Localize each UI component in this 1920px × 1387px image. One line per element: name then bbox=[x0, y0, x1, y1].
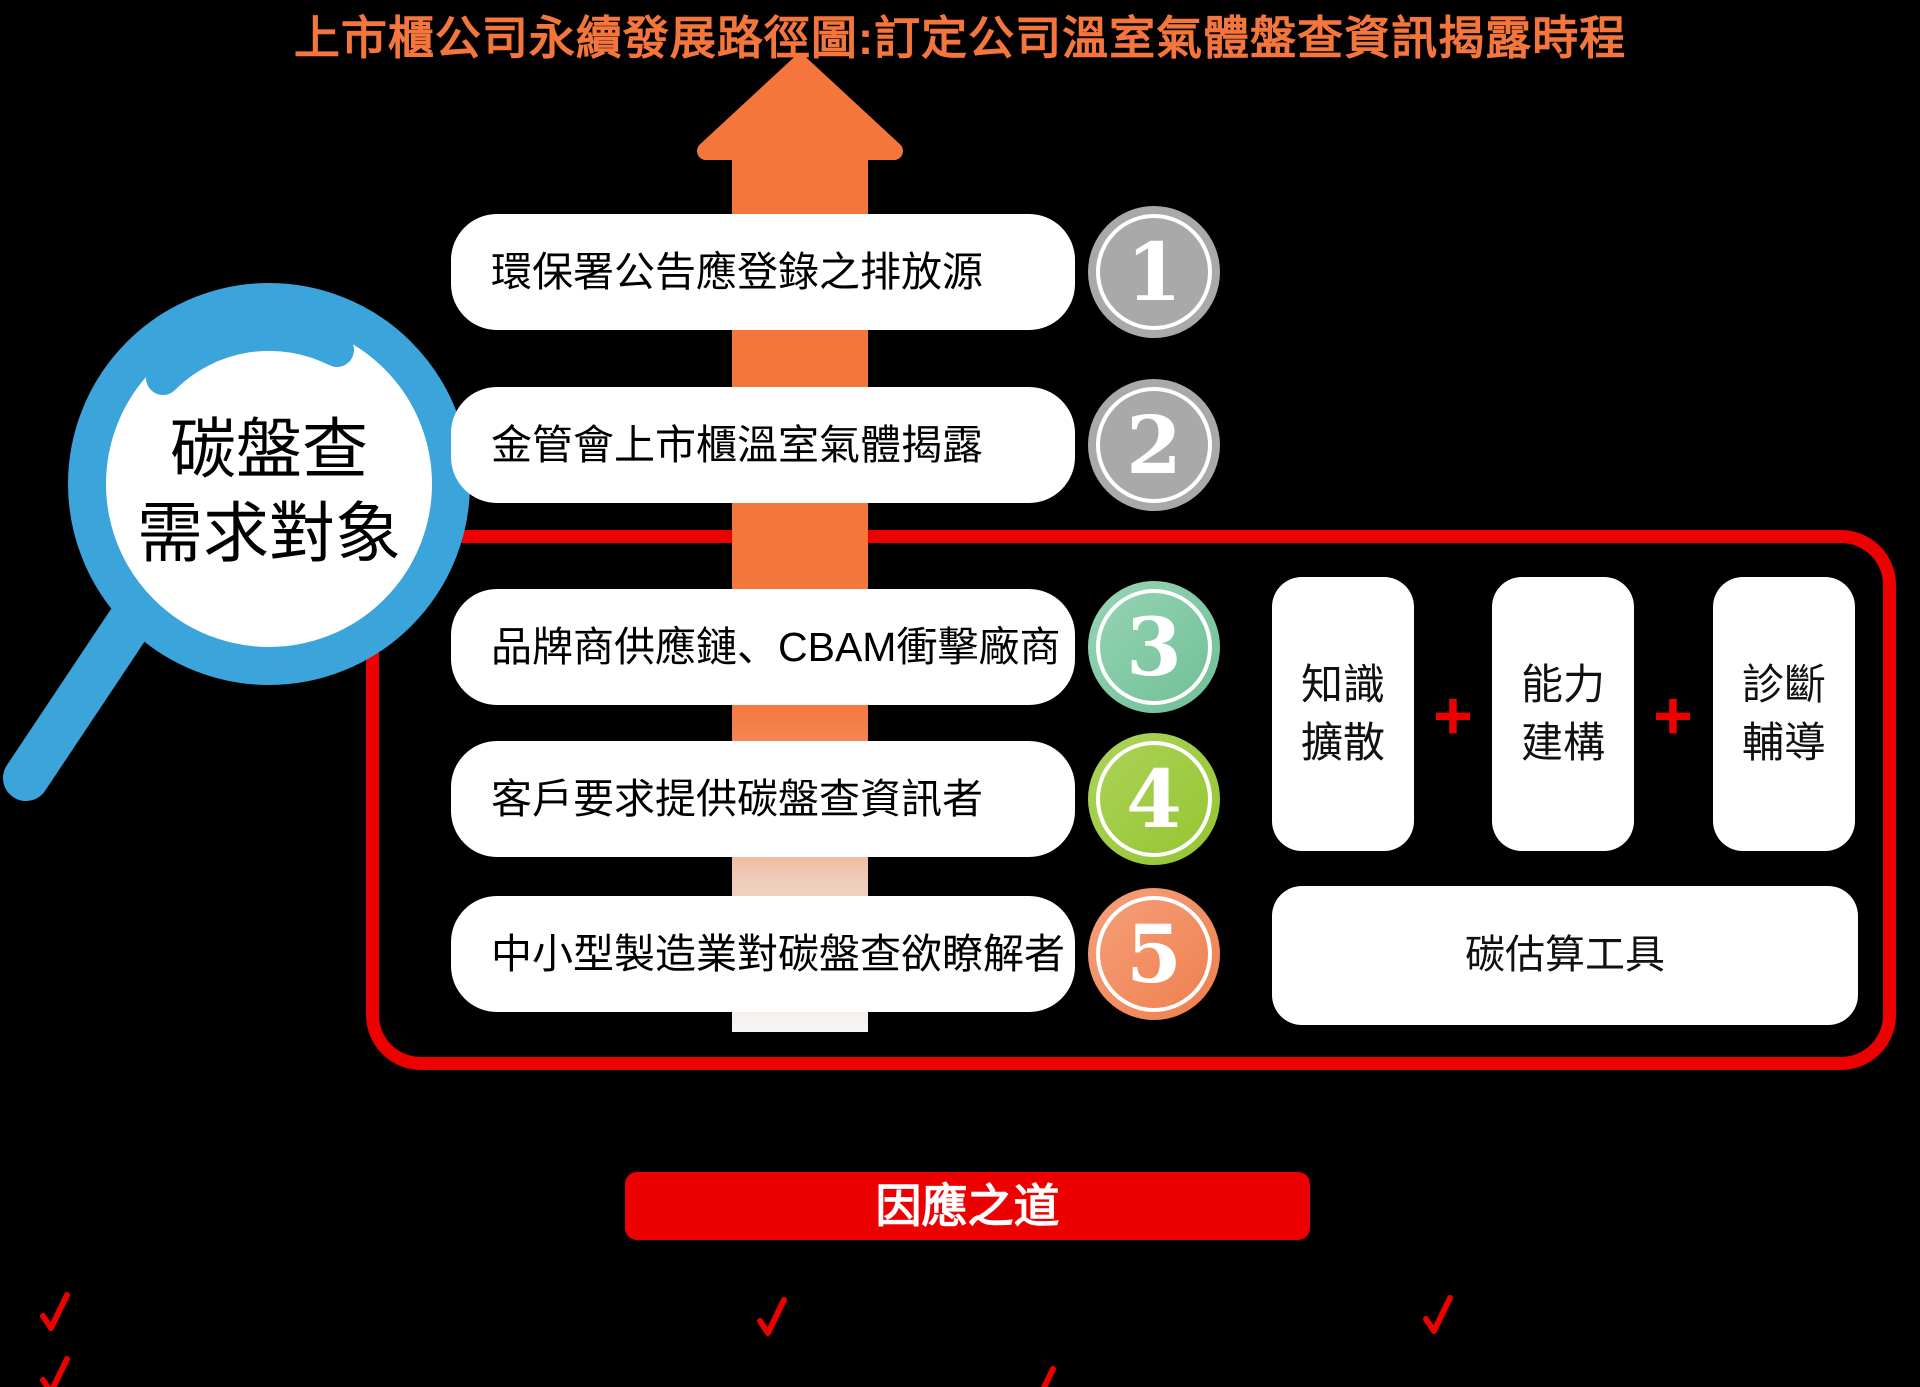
step-number-2: 2 bbox=[1088, 379, 1220, 511]
step-bar-1: 環保署公告應登錄之排放源 bbox=[451, 214, 1075, 330]
checkmark-icon bbox=[1423, 1295, 1453, 1334]
checkmark-icon bbox=[757, 1297, 787, 1336]
checkmark-icon bbox=[40, 1292, 70, 1331]
checkmark-icon bbox=[40, 1356, 70, 1387]
step-number-3: 3 bbox=[1088, 581, 1220, 713]
checkmark-icon bbox=[1029, 1366, 1056, 1387]
magnifier-label: 碳盤查 需求對象 bbox=[109, 407, 429, 575]
response-box-capability: 能力 建構 bbox=[1492, 577, 1634, 851]
response-box-knowledge: 知識 擴散 bbox=[1272, 577, 1414, 851]
response-box-capability-line2: 建構 bbox=[1520, 719, 1605, 766]
response-box-diagnosis-line2: 輔導 bbox=[1741, 719, 1826, 766]
step-bar-2: 金管會上市櫃溫室氣體揭露 bbox=[451, 387, 1075, 503]
magnifier-icon bbox=[3, 283, 470, 801]
step-number-4: 4 bbox=[1088, 733, 1220, 865]
plus-icon: + bbox=[1433, 678, 1473, 754]
response-box-capability-line1: 能力 bbox=[1520, 661, 1605, 708]
step-bar-3: 品牌商供應鏈、CBAM衝擊廠商 bbox=[451, 589, 1075, 705]
plus-icon: + bbox=[1653, 678, 1693, 754]
response-box-knowledge-line2: 擴散 bbox=[1300, 719, 1385, 766]
response-box-diagnosis-line1: 診斷 bbox=[1741, 661, 1826, 708]
page-title: 上市櫃公司永續發展路徑圖:訂定公司溫室氣體盤查資訊揭露時程 bbox=[293, 12, 1627, 64]
carbon-estimation-tool-box: 碳估算工具 bbox=[1272, 886, 1858, 1025]
response-banner: 因應之道 bbox=[625, 1172, 1310, 1240]
response-box-diagnosis: 診斷 輔導 bbox=[1713, 577, 1855, 851]
response-box-knowledge-line1: 知識 bbox=[1300, 661, 1385, 708]
step-number-1: 1 bbox=[1088, 206, 1220, 338]
step-number-5: 5 bbox=[1088, 888, 1220, 1020]
step-bar-5: 中小型製造業對碳盤查欲瞭解者 bbox=[451, 896, 1075, 1012]
arrow-up-icon bbox=[697, 55, 903, 160]
magnifier-label-line1: 碳盤查 bbox=[170, 412, 368, 486]
step-bar-4: 客戶要求提供碳盤查資訊者 bbox=[451, 741, 1075, 857]
magnifier-label-line2: 需求對象 bbox=[137, 496, 401, 570]
